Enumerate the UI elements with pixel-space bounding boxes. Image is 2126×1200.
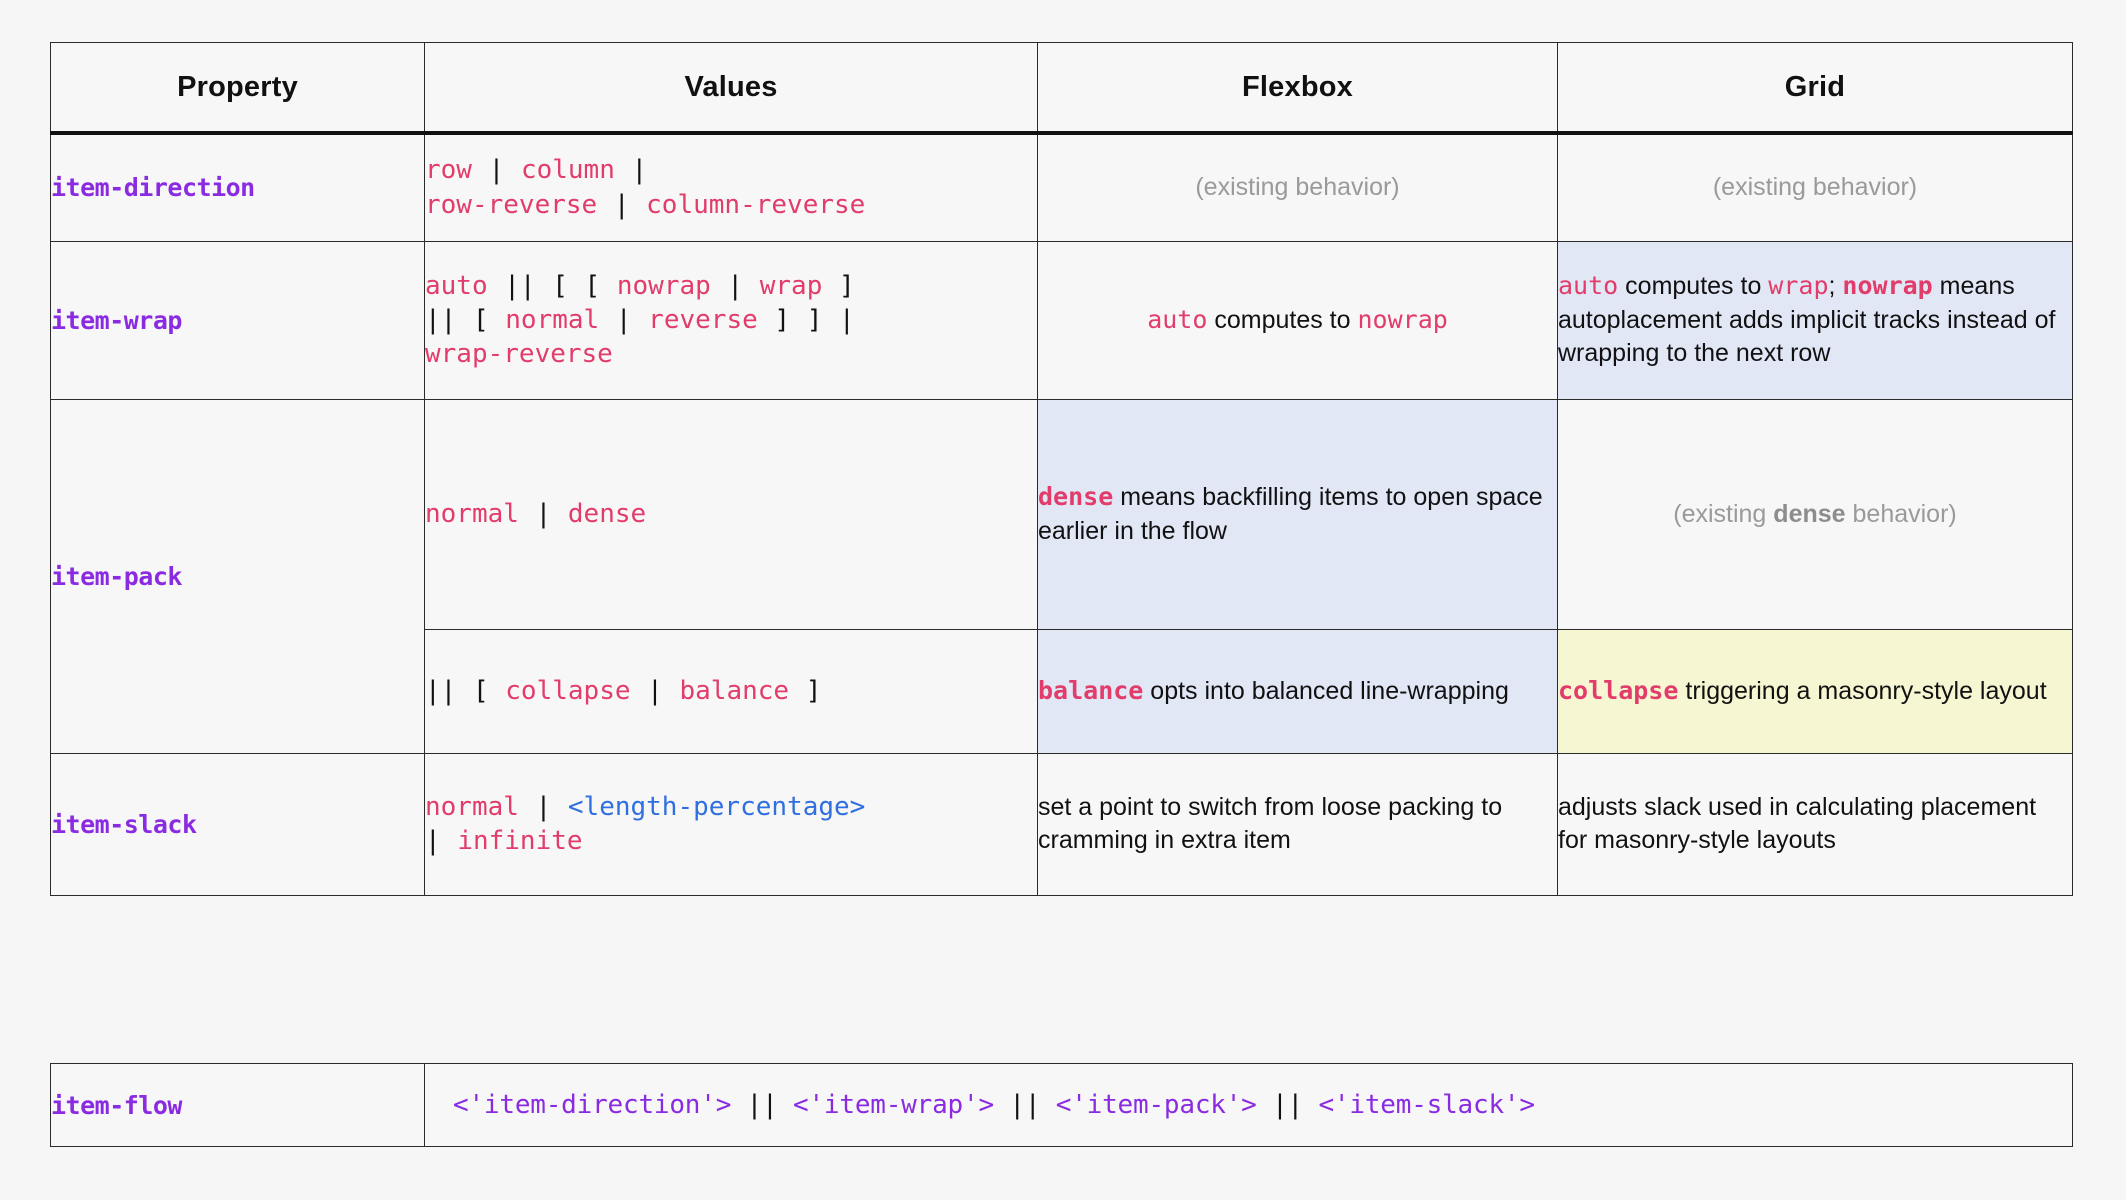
values-cell-item-slack: normal | <length-percentage>| infinite	[424, 752, 1038, 896]
grid-cell-item-slack: adjusts slack used in calculating placem…	[1557, 752, 2073, 896]
table-row: || [ collapse | balance ] balance opts i…	[51, 628, 2073, 754]
property-name: item-slack	[51, 809, 197, 839]
grid-note: auto computes to wrap; nowrap means auto…	[1558, 271, 2056, 368]
property-cell-item-pack: item-pack	[50, 398, 425, 754]
column-header-grid: Grid	[1557, 42, 2073, 135]
property-name: item-flow	[51, 1090, 182, 1120]
shorthand-table: item-flow <'item-direction'> || <'item-w…	[50, 1063, 2073, 1147]
column-header-property: Property	[50, 42, 425, 135]
flexbox-cell-item-wrap: auto computes to nowrap	[1037, 240, 1558, 400]
header-row: Property Values Flexbox Grid	[50, 42, 2073, 135]
column-header-values: Values	[424, 42, 1038, 135]
values-syntax: normal | <length-percentage>| infinite	[425, 791, 866, 856]
shorthand-values-cell: <'item-direction'> || <'item-wrap'> || <…	[424, 1063, 2073, 1147]
table-row: item-wrap auto || [ [ nowrap | wrap ]|| …	[50, 240, 2073, 400]
values-syntax: auto || [ [ nowrap | wrap ]|| [ normal |…	[425, 270, 855, 370]
property-name: item-direction	[51, 173, 255, 203]
flexbox-cell-item-pack-2: balance opts into balanced line-wrapping	[1037, 628, 1558, 754]
values-syntax: row | column |row-reverse | column-rever…	[425, 155, 866, 220]
grid-note: (existing dense behavior)	[1673, 499, 1957, 528]
grid-note: adjusts slack used in calculating placem…	[1558, 792, 2037, 855]
table-row: item-flow <'item-direction'> || <'item-w…	[50, 1063, 2073, 1147]
grid-cell-item-pack-2: collapse triggering a masonry-style layo…	[1557, 628, 2073, 754]
property-cell-item-slack: item-slack	[50, 752, 425, 896]
table-header: Property Values Flexbox Grid	[50, 42, 2073, 135]
flexbox-cell-item-slack: set a point to switch from loose packing…	[1037, 752, 1558, 896]
values-syntax: || [ collapse | balance ]	[425, 675, 822, 706]
flexbox-note: set a point to switch from loose packing…	[1038, 792, 1503, 855]
values-cell-item-direction: row | column |row-reverse | column-rever…	[424, 132, 1038, 242]
shorthand-syntax: <'item-direction'> || <'item-wrap'> || <…	[453, 1090, 1535, 1120]
flexbox-note: dense means backfilling items to open sp…	[1038, 482, 1543, 545]
grid-cell-item-pack-1: (existing dense behavior)	[1557, 398, 2073, 630]
flexbox-note: balance opts into balanced line-wrapping	[1038, 675, 1509, 705]
property-name: item-pack	[51, 561, 182, 591]
grid-note: collapse triggering a masonry-style layo…	[1558, 675, 2047, 705]
values-cell-item-wrap: auto || [ [ nowrap | wrap ]|| [ normal |…	[424, 240, 1038, 400]
table-row: item-pack normal | dense dense means bac…	[50, 398, 2073, 754]
values-cell-item-pack-1: normal | dense	[424, 398, 1038, 630]
property-name: item-wrap	[51, 305, 182, 335]
flexbox-cell-item-direction: (existing behavior)	[1037, 132, 1558, 242]
css-properties-table: Property Values Flexbox Grid item-direct…	[50, 42, 2073, 896]
column-header-flexbox: Flexbox	[1037, 42, 1558, 135]
grid-note: (existing behavior)	[1712, 173, 1918, 202]
grid-cell-item-wrap: auto computes to wrap; nowrap means auto…	[1557, 240, 2073, 400]
flexbox-note: (existing behavior)	[1195, 173, 1400, 202]
flexbox-note: auto computes to nowrap	[1147, 304, 1448, 334]
values-cell-item-pack-2: || [ collapse | balance ]	[424, 628, 1038, 754]
property-cell-item-direction: item-direction	[50, 132, 425, 242]
property-cell-item-wrap: item-wrap	[50, 240, 425, 400]
property-cell-item-flow: item-flow	[50, 1063, 425, 1147]
table-row: item-slack normal | <length-percentage>|…	[50, 752, 2073, 896]
flexbox-cell-item-pack-1: dense means backfilling items to open sp…	[1037, 398, 1558, 630]
grid-cell-item-direction: (existing behavior)	[1557, 132, 2073, 242]
table-body: item-direction row | column |row-reverse…	[50, 132, 2073, 896]
values-syntax: normal | dense	[425, 498, 647, 529]
table-row: item-direction row | column |row-reverse…	[50, 132, 2073, 242]
